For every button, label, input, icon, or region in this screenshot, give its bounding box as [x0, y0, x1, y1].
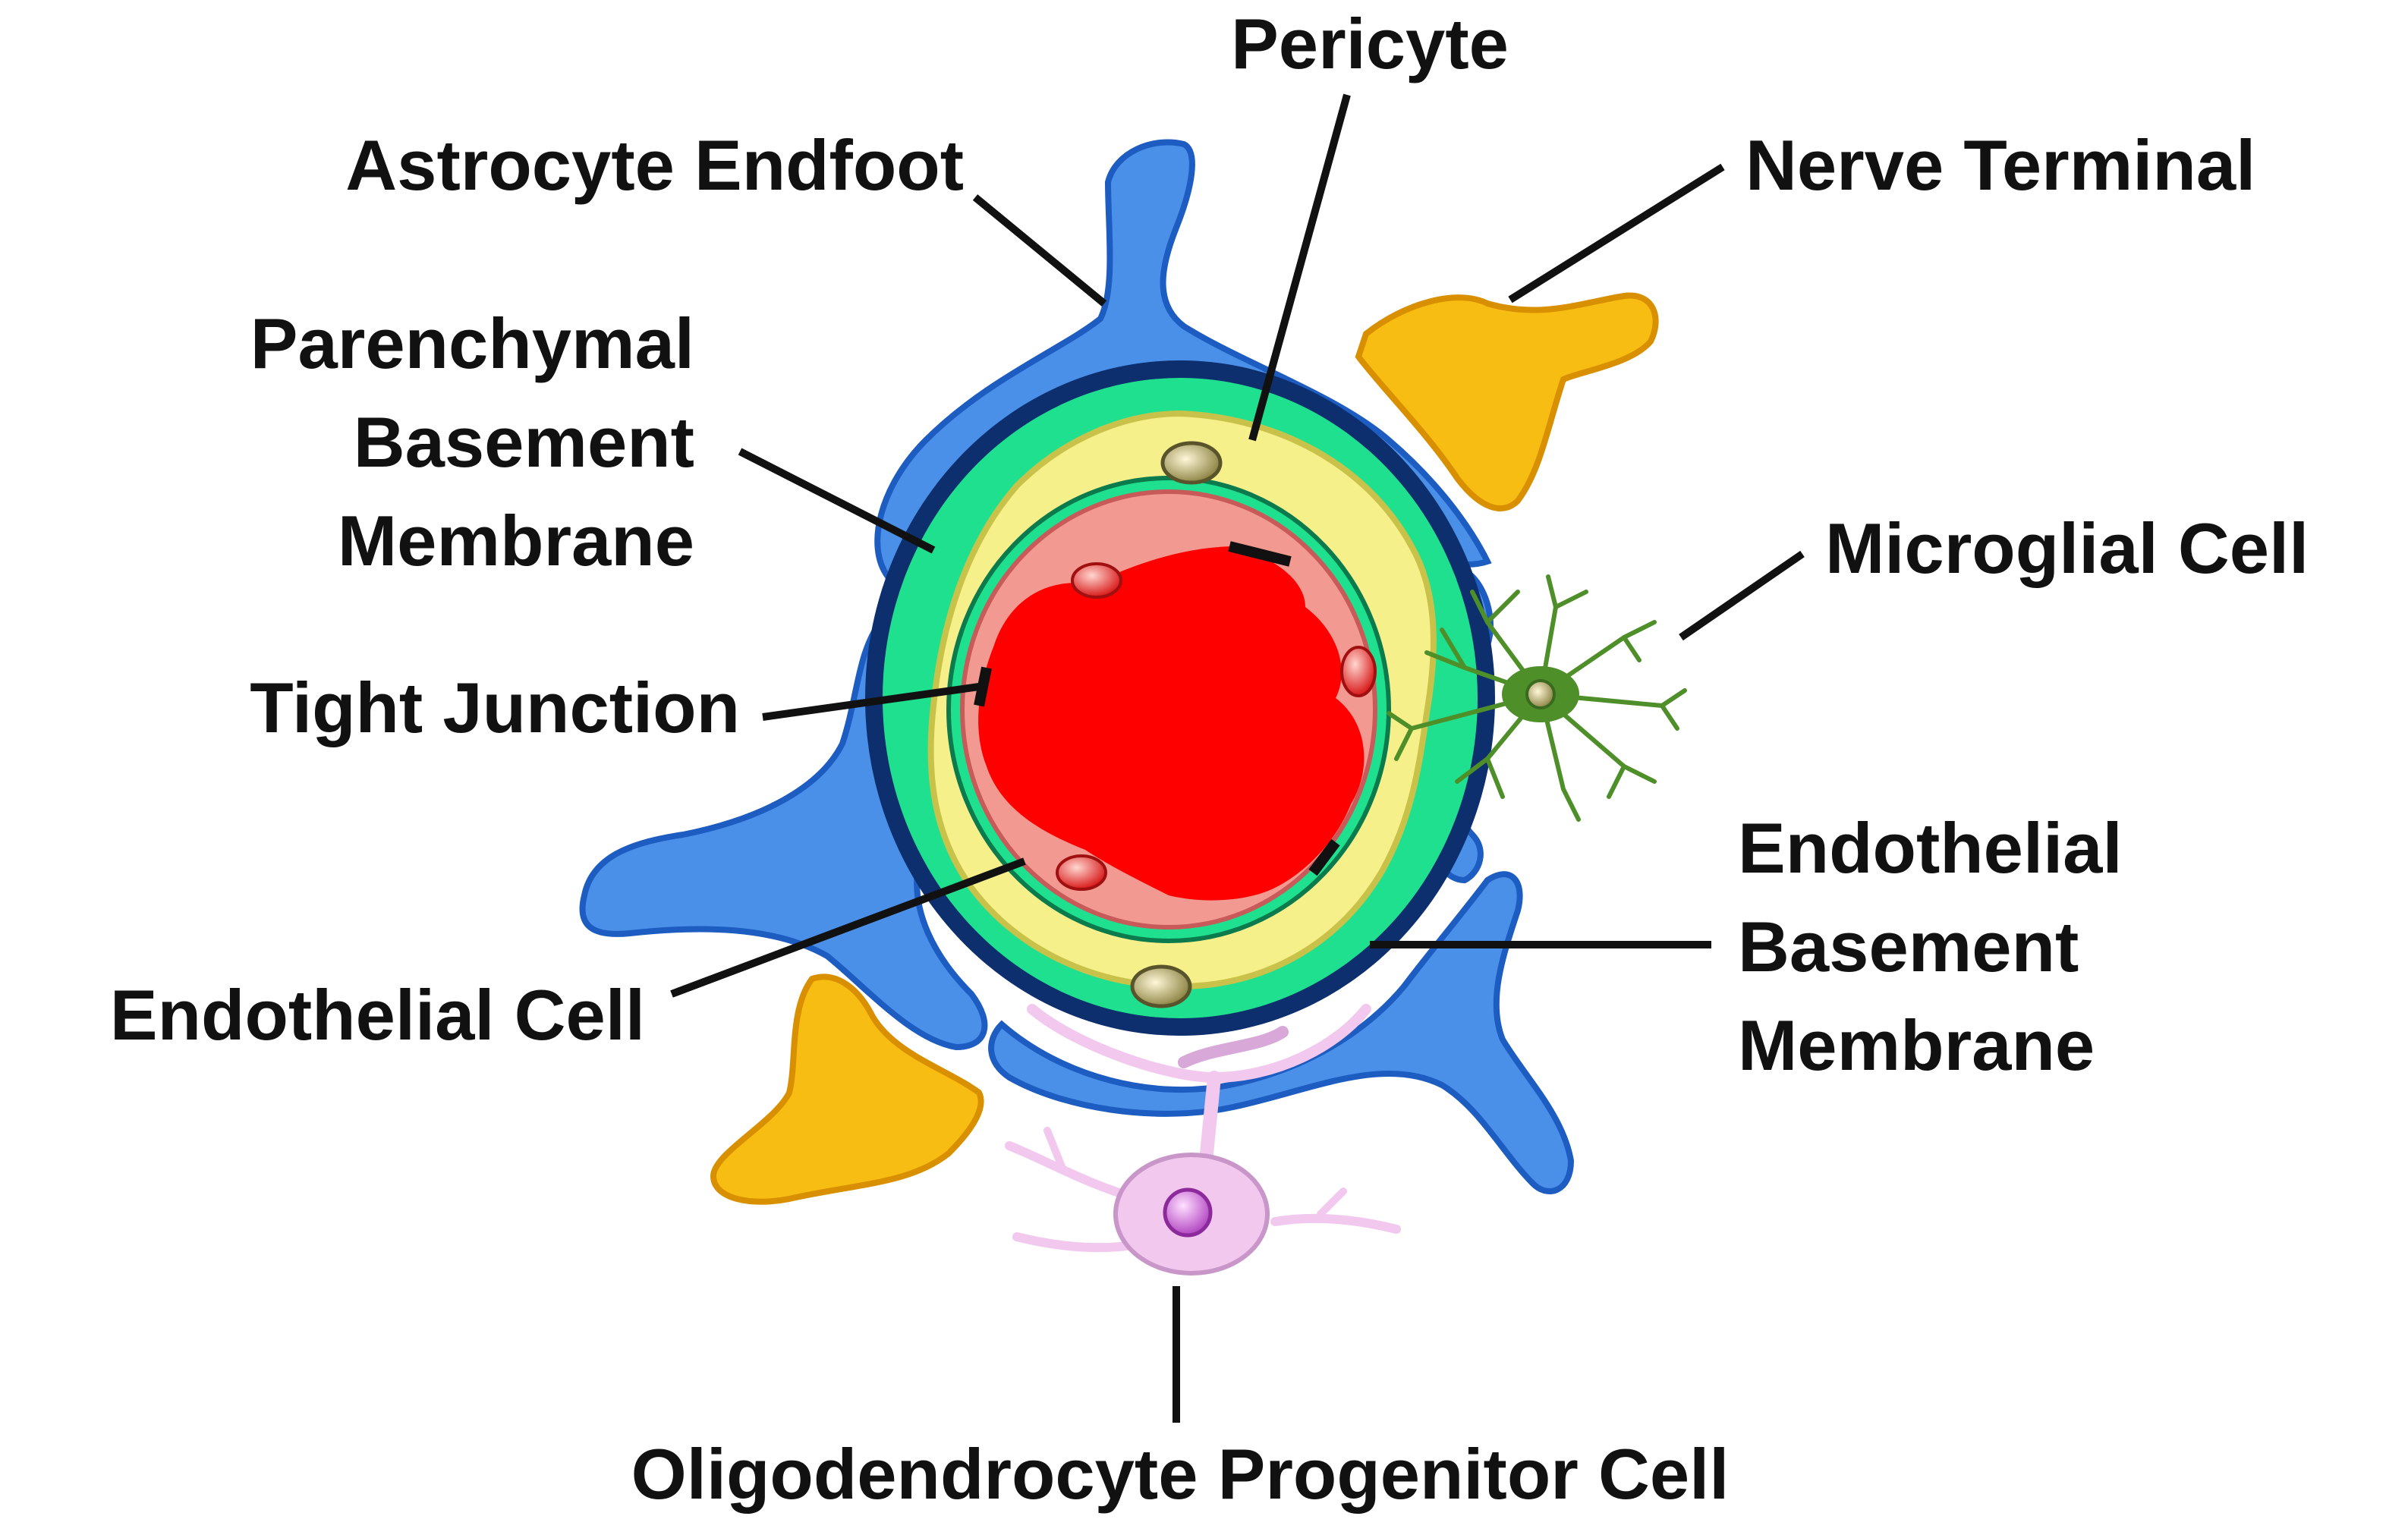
tight-junction-2	[974, 666, 992, 707]
leader-tight-junction	[762, 683, 980, 721]
tight-junction-3	[1308, 838, 1340, 876]
label-endothelial-bm-line1: Endothelial	[1738, 808, 2123, 888]
label-astrocyte-endfoot: Astrocyte Endfoot	[345, 125, 964, 205]
pericyte-nucleus-top	[1160, 441, 1223, 485]
label-endothelial-bm-line2: Basement	[1738, 907, 2079, 986]
leader-parenchymal-bm	[738, 448, 936, 554]
label-tight-junction: Tight Junction	[250, 668, 740, 747]
nerve-terminal-bottom-left	[710, 974, 984, 1205]
leader-nerve-terminal	[1508, 163, 1725, 304]
leader-pericyte	[1248, 93, 1351, 442]
label-endothelial-bm-line3: Membrane	[1738, 1005, 2095, 1085]
lumen	[978, 546, 1365, 901]
label-endothelial-cell: Endothelial Cell	[110, 975, 645, 1055]
endothelial-nucleus-3	[1056, 854, 1107, 891]
oligodendrocyte-progenitor-cell	[1005, 1004, 1401, 1275]
endothelial-nucleus-2	[1340, 646, 1377, 697]
label-nerve-terminal: Nerve Terminal	[1745, 125, 2255, 205]
pericyte-nucleus-bottom	[1130, 964, 1192, 1008]
leader-microglial-cell	[1679, 550, 1805, 641]
label-parenchymal-bm-line2: Basement	[354, 402, 694, 482]
blood-vessel-cross-section	[865, 360, 1495, 1036]
tight-junction-1	[1228, 541, 1292, 567]
label-parenchymal-bm-line3: Membrane	[338, 501, 694, 580]
labels: Pericyte Astrocyte Endfoot Nerve Termina…	[110, 4, 2309, 1514]
microglial-cell	[1387, 574, 1687, 822]
leader-endothelial-cell	[670, 857, 1026, 998]
label-microglial-cell: Microglial Cell	[1825, 508, 2309, 588]
label-opc: Oligodendrocyte Progenitor Cell	[631, 1434, 1730, 1514]
label-pericyte: Pericyte	[1231, 4, 1509, 83]
leader-astrocyte-endfoot	[972, 194, 1107, 307]
label-parenchymal-bm-line1: Parenchymal	[250, 304, 694, 383]
leader-lines	[670, 93, 1805, 1423]
nerve-terminal-top-right	[1355, 292, 1659, 511]
endothelial-nucleus-1	[1071, 562, 1122, 599]
